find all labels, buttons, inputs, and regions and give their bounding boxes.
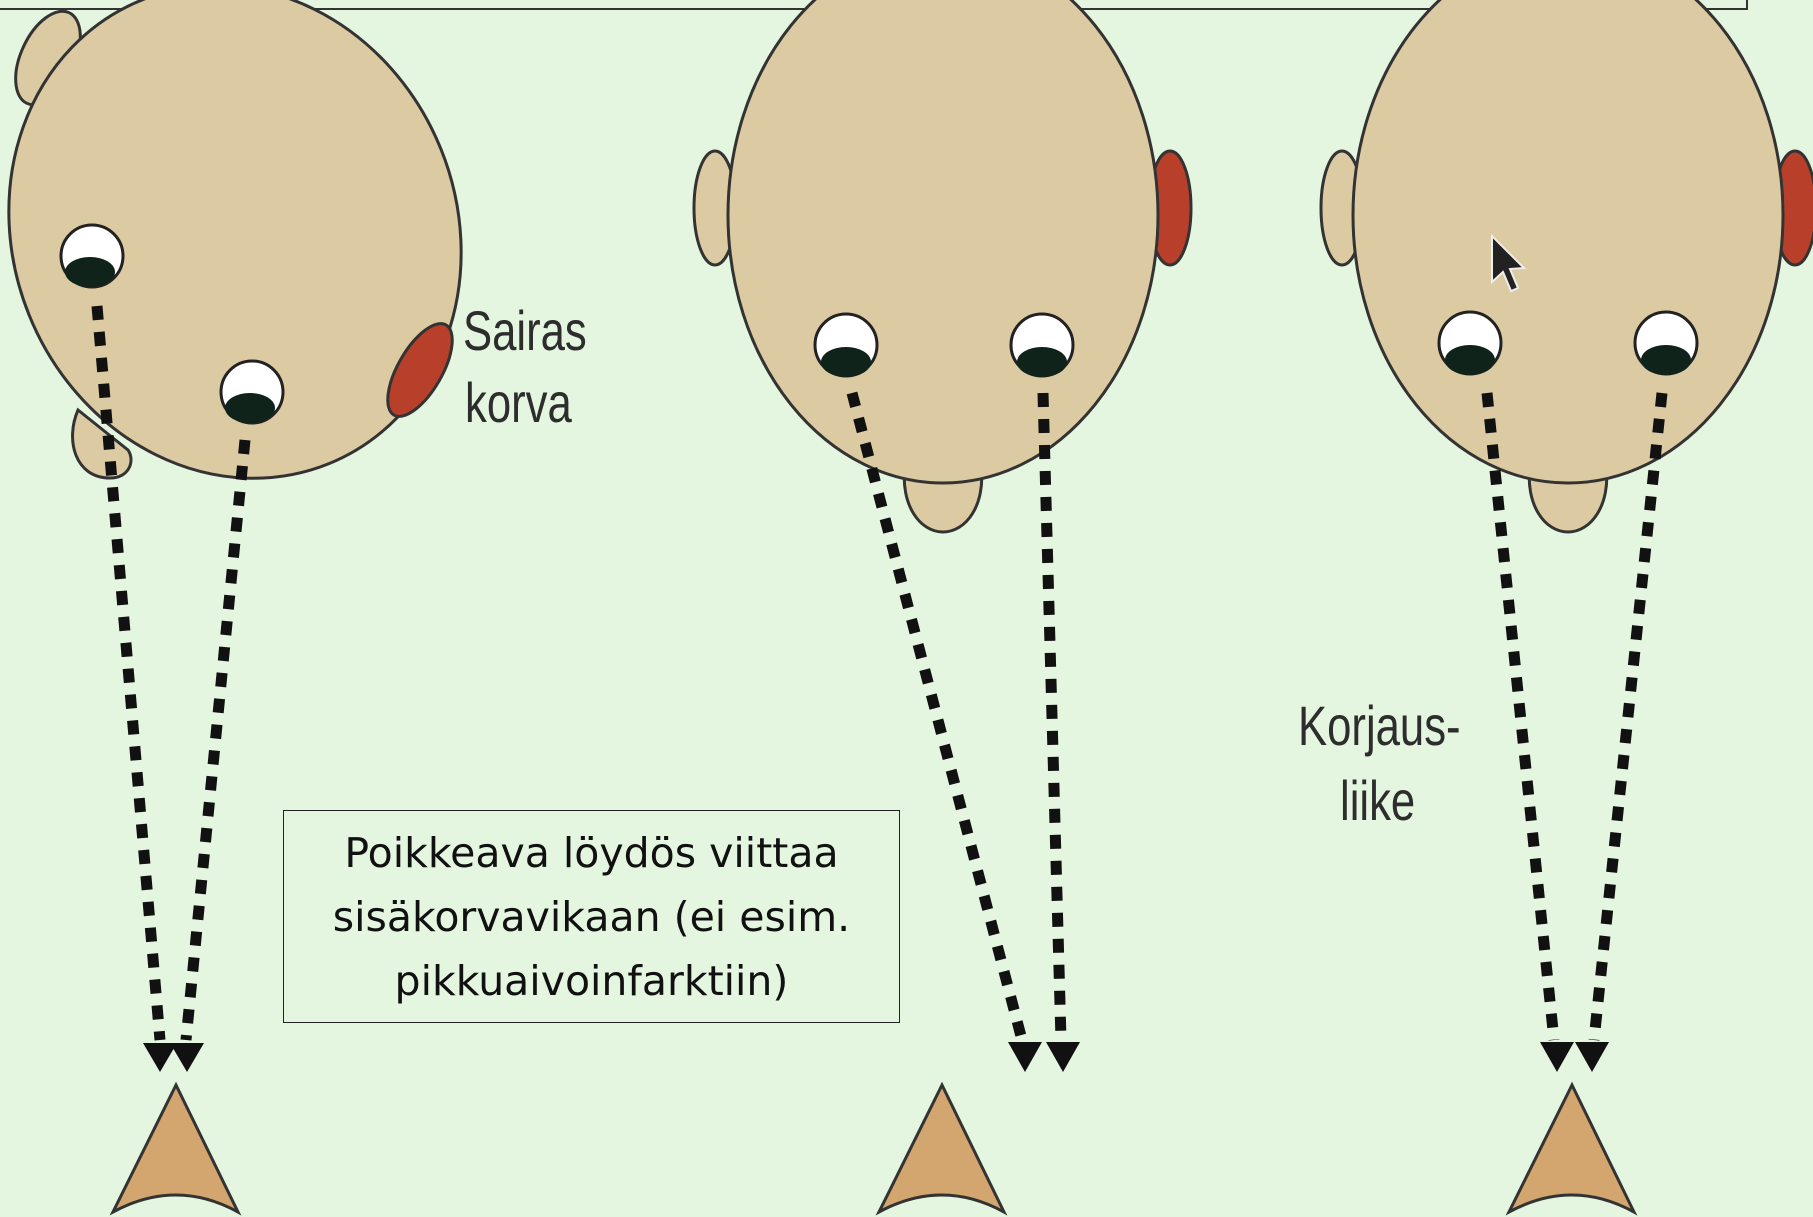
gaze-line [1043, 393, 1061, 1040]
gaze-arrowhead [1540, 1042, 1574, 1072]
target-marker [113, 1085, 238, 1212]
eye-right [221, 361, 283, 423]
label-correction-line1: Korjaus- [1298, 695, 1461, 757]
panel-head-turned: Sairas korva [0, 0, 587, 1212]
label-sick-ear-line1: Sairas [463, 300, 587, 362]
eye-left [61, 225, 123, 287]
gaze-arrowhead [1046, 1042, 1080, 1072]
panel-corrective-saccade: Korjaus- liike [1298, 0, 1813, 1212]
eye-left [815, 314, 877, 377]
finding-note-text: Poikkeava löydös viittaa sisäkorvavikaan… [333, 821, 850, 1013]
head [728, 0, 1158, 483]
target-marker [1509, 1085, 1634, 1212]
gaze-arrowhead [1575, 1042, 1609, 1072]
panel-eyes-deviated [694, 0, 1191, 1212]
gaze-arrowhead [143, 1043, 177, 1072]
finding-note-box: Poikkeava löydös viittaa sisäkorvavikaan… [283, 810, 900, 1023]
target-marker [879, 1085, 1004, 1212]
eye-right [1635, 312, 1697, 375]
label-correction-line2: liike [1340, 770, 1415, 832]
label-sick-ear-line2: korva [465, 372, 572, 434]
gaze-line [186, 440, 245, 1040]
gaze-arrowhead [1008, 1042, 1042, 1072]
eye-right [1011, 314, 1073, 377]
head [1353, 0, 1783, 483]
eye-left [1439, 312, 1501, 375]
gaze-arrowhead [170, 1043, 204, 1072]
